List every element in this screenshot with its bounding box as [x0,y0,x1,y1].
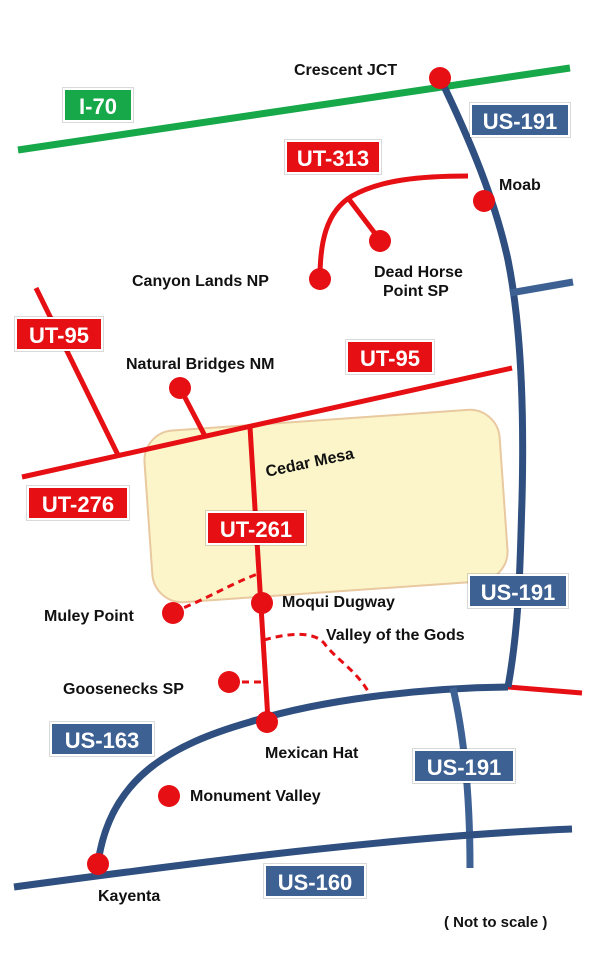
natural-bridges-dot [169,377,191,399]
natural-bridges-label: Natural Bridges NM [126,356,275,373]
us191-shield-low: US-191 [413,749,515,783]
moqui-dugway-dot [251,592,273,614]
i70-road [17,64,571,154]
ut313-road [317,173,469,279]
us191-shield-mid: US-191 [468,574,568,608]
muley-point-label: Muley Point [44,608,134,625]
canyonlands-dot [309,268,331,290]
ut95-main-road [21,365,513,480]
crescent-jct-label: Crescent JCT [294,62,398,79]
not-to-scale-note: ( Not to scale ) [444,914,548,931]
ut95-north-road [33,286,121,457]
valley-of-gods-label: Valley of the Gods [326,627,465,644]
dead-horse-label-line2: Point SP [383,283,449,300]
dead-horse-label-line1: Dead Horse [374,264,463,281]
goosenecks-dot [218,671,240,693]
moab-label: Moab [499,177,541,194]
valley-of-gods-road [263,632,374,700]
mexican-hat-dot [256,711,278,733]
moab-dot [473,190,495,212]
monument-valley-dot [158,785,180,807]
kayenta-dot [87,853,109,875]
us163-shield: US-163 [50,722,154,756]
ut261-road [247,426,271,721]
ut313-shield: UT-313 [285,140,381,174]
mexican-hat-label: Mexican Hat [265,745,359,762]
canyonlands-label: Canyon Lands NP [132,273,269,290]
us160-shield: US-160 [264,864,366,898]
ut95-shield-left: UT-95 [15,317,103,351]
us191-east-stub [509,278,574,297]
ut276-shield: UT-276 [27,486,129,520]
red-road-east-stub [507,684,583,696]
us191-shield-top: US-191 [470,103,570,137]
crescent-jct-dot [429,67,451,89]
monument-valley-label: Monument Valley [190,788,321,805]
cedar-mesa-area [143,408,509,604]
kayenta-label: Kayenta [98,888,161,905]
muley-point-dot [162,602,184,624]
ut95-shield-right: UT-95 [346,340,434,374]
ut261-shield: UT-261 [206,511,306,545]
dead-horse-dot [369,230,391,252]
muley-point-road [172,571,261,614]
moqui-dugway-label: Moqui Dugway [282,594,395,611]
goosenecks-label: Goosenecks SP [63,681,184,698]
us160-road [13,825,573,891]
i70-shield: I-70 [63,88,133,122]
us163-road [94,683,509,864]
